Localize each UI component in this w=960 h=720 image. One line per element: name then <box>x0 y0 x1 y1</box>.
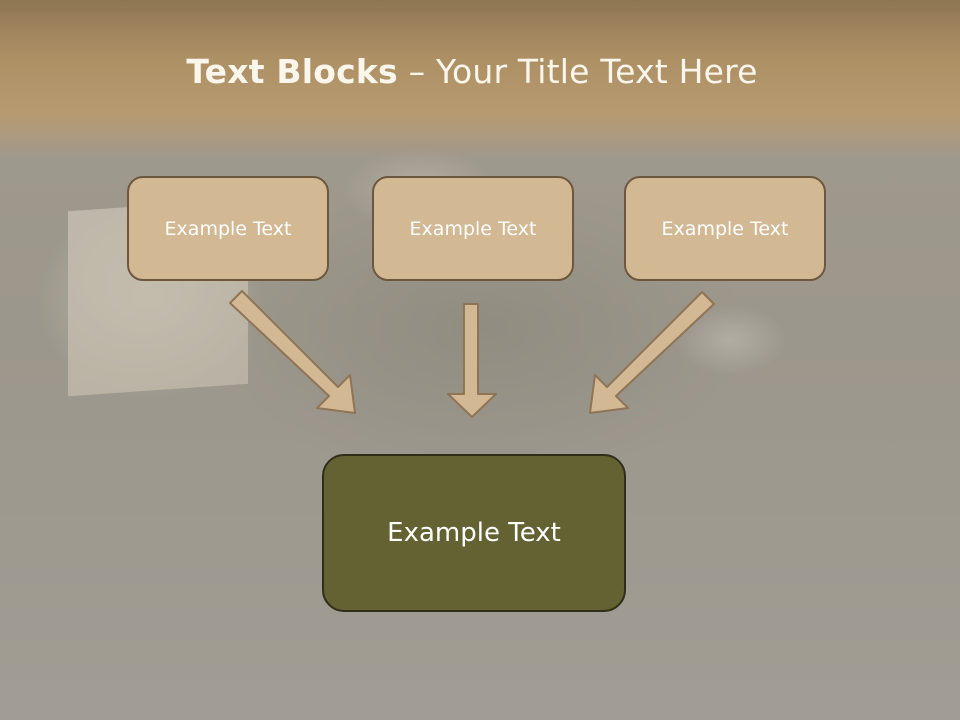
slide-title[interactable]: Text Blocks – Your Title Text Here <box>0 52 944 91</box>
arrow-right-icon <box>589 291 715 414</box>
main-text-block-label: Example Text <box>387 518 561 548</box>
title-bold: Text Blocks <box>186 52 398 91</box>
main-text-block[interactable]: Example Text <box>322 454 626 612</box>
title-dash: – <box>397 52 436 91</box>
text-block-center[interactable]: Example Text <box>372 176 574 281</box>
arrow-down-icon <box>447 303 497 418</box>
text-block-right[interactable]: Example Text <box>624 176 826 281</box>
text-block-left-label: Example Text <box>164 217 292 240</box>
text-block-center-label: Example Text <box>409 217 537 240</box>
title-band <box>0 0 960 160</box>
text-block-left[interactable]: Example Text <box>127 176 329 281</box>
arrow-left-icon <box>229 290 356 414</box>
text-block-right-label: Example Text <box>661 217 789 240</box>
title-rest: Your Title Text Here <box>435 52 758 91</box>
